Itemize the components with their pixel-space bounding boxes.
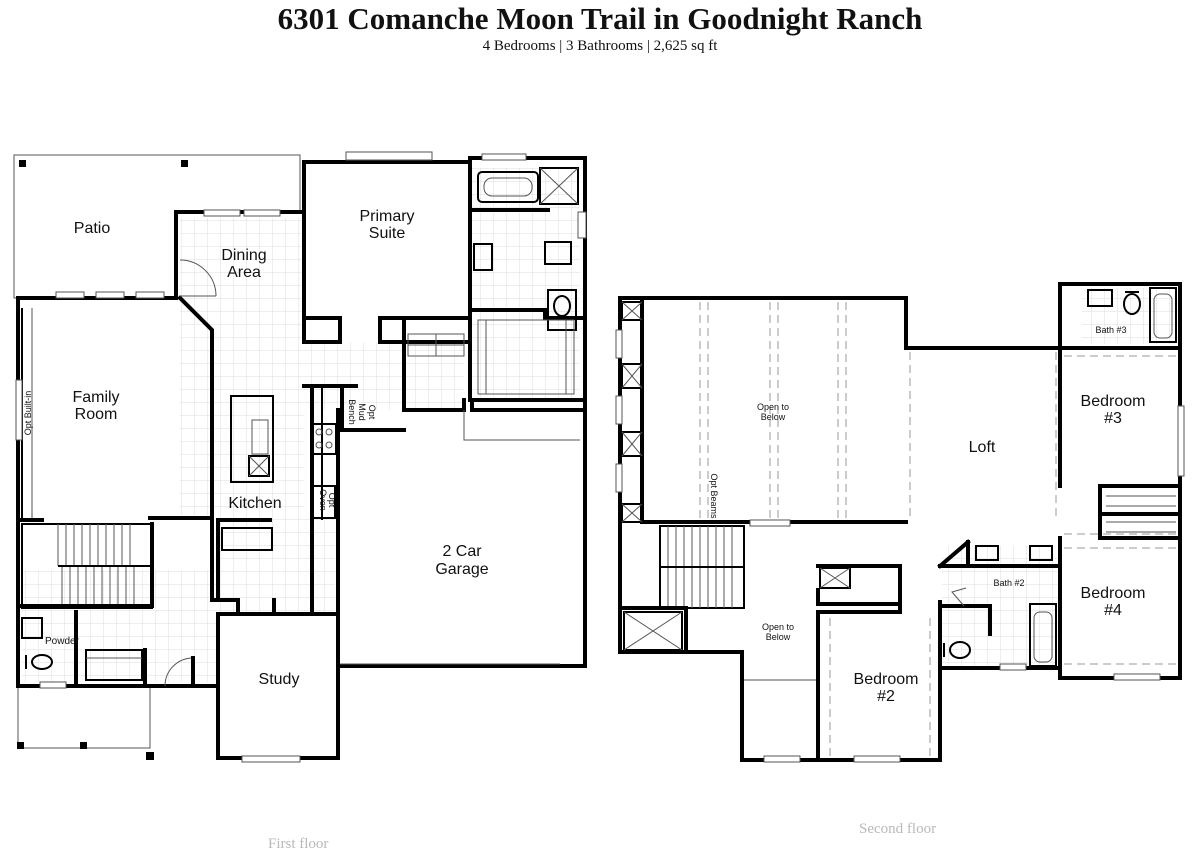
room-open-below-2-line1: Open to bbox=[762, 622, 794, 632]
room-garage-line2: Garage bbox=[435, 561, 488, 578]
room-dining-line2: Area bbox=[227, 264, 261, 281]
note-oven-2: Oven bbox=[318, 489, 328, 511]
room-loft: Loft bbox=[969, 439, 996, 456]
room-bedroom2-line1: Bedroom bbox=[854, 671, 919, 688]
room-study: Study bbox=[259, 671, 300, 688]
room-garage-line1: 2 Car bbox=[442, 543, 482, 560]
room-bath3: Bath #3 bbox=[1095, 325, 1126, 335]
room-bedroom2-line2: #2 bbox=[877, 688, 895, 705]
second-floor-plan bbox=[615, 282, 1185, 763]
second-floor-caption: Second floor bbox=[859, 821, 937, 837]
room-bath2: Bath #2 bbox=[993, 578, 1024, 588]
page-title: 6301 Comanche Moon Trail in Goodnight Ra… bbox=[277, 1, 923, 36]
note-mud-bench-1: Opt bbox=[367, 405, 377, 420]
room-primary-line2: Suite bbox=[369, 225, 406, 242]
room-patio: Patio bbox=[74, 220, 111, 237]
first-floor-plan bbox=[13, 151, 587, 763]
room-dining-line1: Dining bbox=[221, 247, 266, 264]
room-kitchen: Kitchen bbox=[228, 495, 281, 512]
note-mud-bench-2: Mud bbox=[357, 403, 367, 421]
room-family-line2: Room bbox=[75, 406, 118, 423]
room-bedroom3-line1: Bedroom bbox=[1081, 393, 1146, 410]
room-open-below-1-line2: Below bbox=[761, 412, 786, 422]
room-powder: Powder bbox=[45, 636, 80, 647]
room-family-line1: Family bbox=[72, 389, 119, 406]
note-beams: Opt Beams bbox=[709, 473, 719, 519]
room-primary-line1: Primary bbox=[359, 208, 414, 225]
room-bedroom4-line2: #4 bbox=[1104, 602, 1122, 619]
note-oven-1: Opt bbox=[327, 493, 337, 508]
room-bedroom4-line1: Bedroom bbox=[1081, 585, 1146, 602]
room-bedroom3-line2: #3 bbox=[1104, 410, 1122, 427]
page-subtitle: 4 Bedrooms | 3 Bathrooms | 2,625 sq ft bbox=[482, 38, 718, 54]
room-open-below-2-line2: Below bbox=[766, 632, 791, 642]
first-floor-caption: First floor bbox=[268, 836, 329, 852]
note-mud-bench-3: Bench bbox=[347, 399, 357, 425]
room-open-below-1-line1: Open to bbox=[757, 402, 789, 412]
note-built-in: Opt Built-in bbox=[23, 391, 33, 436]
